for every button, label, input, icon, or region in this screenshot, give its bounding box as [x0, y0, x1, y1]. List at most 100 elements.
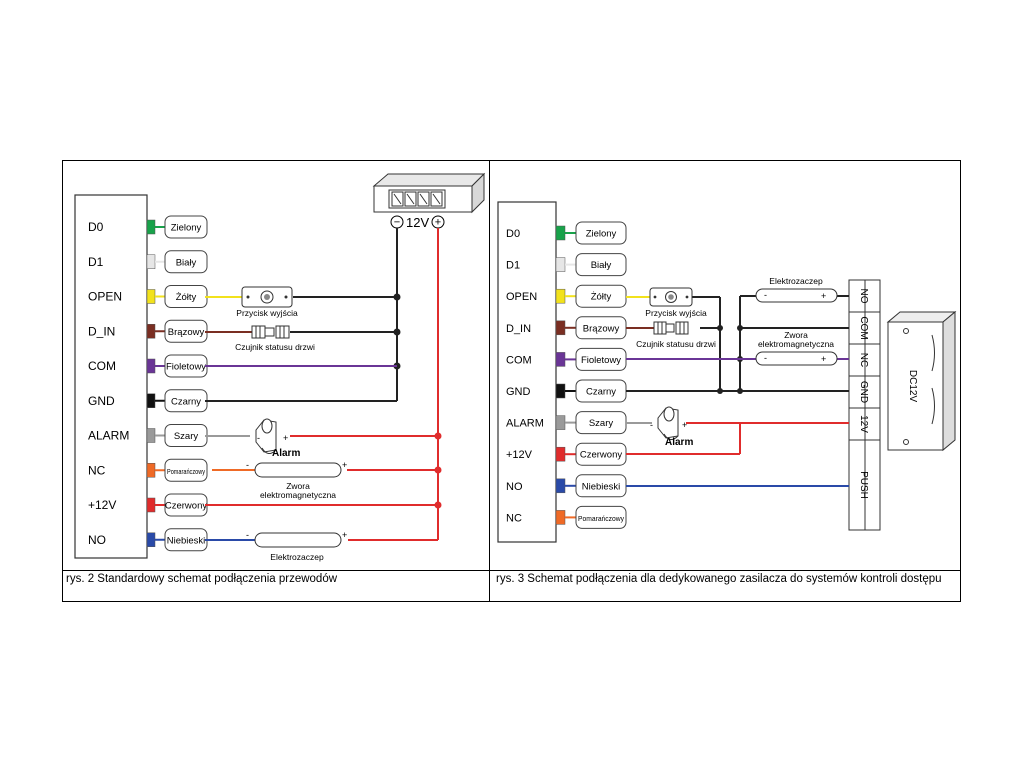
terminal-label-4: GND [858, 381, 869, 403]
wire-color-name: Pomarańczowy [167, 467, 205, 476]
wire-color-name: Czerwony [580, 450, 622, 461]
terminal-label-1: NO [858, 289, 869, 304]
table-frame [62, 160, 961, 602]
pin-label: GND [506, 386, 531, 398]
door-sensor-label: Czujnik statusu drzwi [636, 339, 716, 349]
wire-color-tab [146, 358, 156, 374]
maglock-device [254, 462, 342, 478]
pin-label: D_IN [506, 323, 531, 335]
pin-label: GND [88, 394, 115, 408]
door-sensor-device [251, 325, 290, 339]
pin-label: NO [506, 481, 523, 493]
wire-color-name: Czarny [586, 387, 616, 398]
wire-color-name: Fioletowy [581, 355, 621, 366]
strike-device [254, 532, 342, 548]
maglock-plus: + [821, 354, 826, 364]
wire-color-tab [146, 219, 156, 235]
pin-label: ALARM [88, 429, 129, 443]
pin-label: NC [506, 512, 522, 524]
power-wires [626, 422, 849, 455]
wire-color-tab [146, 254, 156, 269]
maglock-label-2: elektromagnetyczna [260, 490, 336, 500]
door-sensor-device [653, 321, 689, 335]
pin-row-5: COM Fioletowy [506, 347, 627, 371]
figure-3-caption: rys. 3 Schemat podłączenia dla dedykowan… [496, 573, 942, 585]
pin-label: +12V [506, 449, 533, 461]
wire-color-name: Niebieski [167, 535, 206, 546]
pin-label: D_IN [88, 324, 115, 338]
strike-label: Elektrozaczep [270, 552, 324, 562]
strike-plus: + [342, 530, 347, 540]
pin-row-6: GND Czarny [506, 379, 627, 403]
maglock-device [755, 351, 838, 366]
maglock-plus: + [342, 460, 347, 470]
wire-color-box [164, 250, 208, 274]
wire-color-tab [146, 289, 156, 304]
wire-color-name: Żółty [591, 292, 612, 303]
alarm-minus: - [650, 420, 653, 430]
wire-color-tab [555, 352, 566, 367]
maglock-label-2: elektromagnetyczna [758, 339, 834, 349]
power-wires [205, 228, 439, 541]
strike-device [755, 288, 838, 303]
maglock-label-1: Zwora [286, 481, 310, 491]
maglock-label-1: Zwora [784, 330, 808, 340]
dc12v-label: DC12V [907, 370, 918, 403]
wire-color-name: Szary [589, 418, 614, 429]
wire-color-name: Biały [591, 260, 612, 271]
pin-label: OPEN [506, 291, 537, 303]
wire-color-tab [555, 288, 566, 304]
psu-plus-label: + [435, 217, 441, 229]
wire-color-name: Szary [174, 431, 199, 442]
wire-color-tab [555, 415, 566, 430]
wire-color-tab [146, 393, 156, 408]
gnd-wires [205, 228, 398, 402]
wire-color-tab [555, 257, 566, 272]
alarm-plus: + [682, 420, 687, 430]
figure-2-caption: rys. 2 Standardowy schemat podłączenia p… [66, 573, 338, 585]
wire-color-box [575, 505, 627, 529]
maglock-minus: - [246, 460, 249, 470]
wire-color-name: Zielony [586, 229, 617, 240]
pin-row-1: D0 Zielony [506, 221, 627, 245]
pin-label: D1 [506, 260, 520, 272]
wire-color-name: Żółty [176, 292, 197, 303]
wire-color-tab [555, 383, 566, 399]
pin-label: OPEN [88, 290, 122, 304]
terminal-label-5: 12V [858, 415, 869, 433]
pin-label: D0 [88, 220, 104, 234]
wire-color-box [575, 221, 627, 245]
exit-button-label: Przycisk wyjścia [236, 308, 298, 318]
strike-plus: + [821, 291, 826, 301]
pin-label: D1 [88, 255, 104, 269]
strike-minus: - [246, 530, 249, 540]
dc12v-power-supply: DC12V [886, 310, 957, 452]
wire-color-tab [555, 320, 566, 336]
terminal-strip: NO COM NC GND 12V PUSH [848, 279, 881, 531]
wire-color-box [164, 215, 208, 239]
pin-label: COM [506, 354, 532, 366]
alarm-device [255, 418, 277, 454]
terminal-label-6: PUSH [858, 471, 869, 499]
pin-label: D0 [506, 228, 520, 240]
alarm-label: Alarm [665, 437, 693, 448]
pin-row-2: D1 Biały [506, 253, 627, 277]
pin-row-3: OPEN Żółty [88, 285, 208, 308]
wire-color-name: Czerwony [165, 501, 207, 512]
wire-color-tab [555, 225, 566, 241]
terminal-label-3: NC [858, 353, 869, 367]
pin-label: COM [88, 359, 116, 373]
controller-body [497, 201, 557, 543]
terminal-label-2: COM [858, 316, 869, 339]
wire-color-tab [555, 510, 566, 525]
psu-minus-label: − [394, 217, 400, 229]
